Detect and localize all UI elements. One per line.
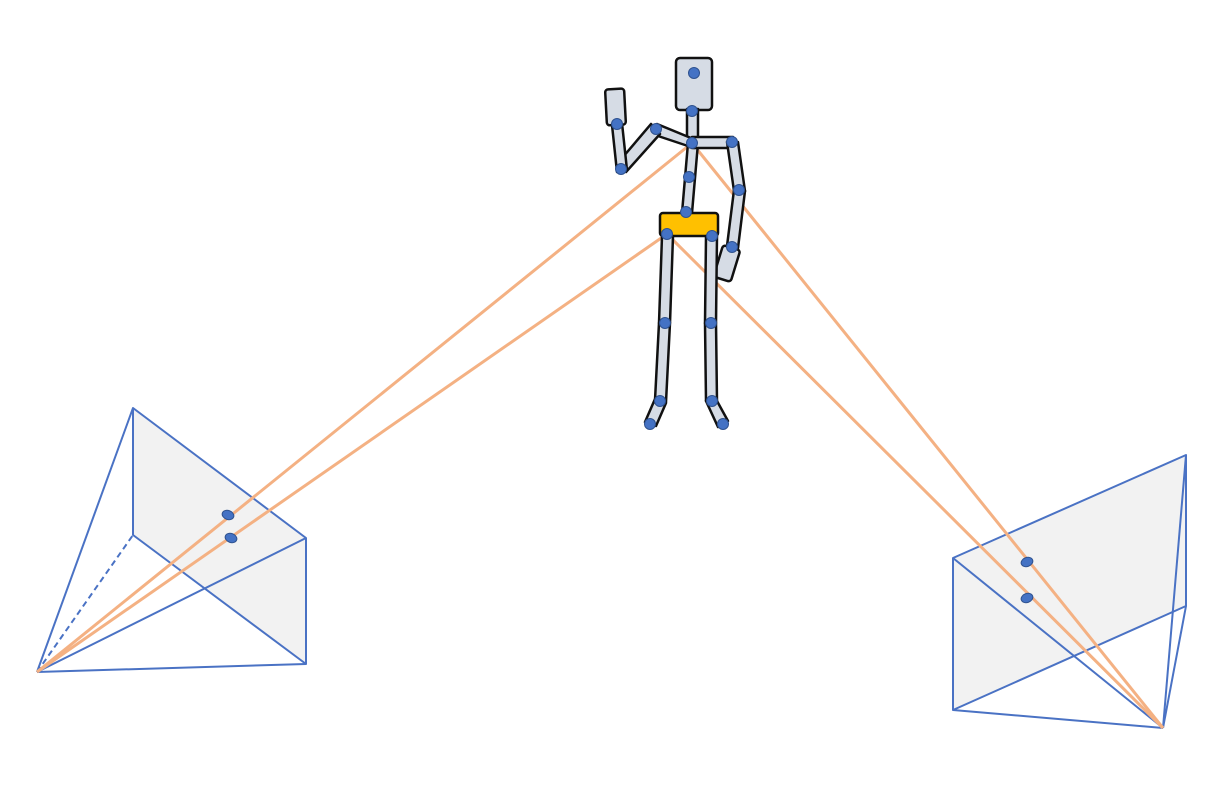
right-ankle-joint <box>706 395 718 407</box>
spine-joint <box>683 171 695 183</box>
right-camera-edge-bottom <box>952 709 1164 729</box>
spine-base-joint <box>680 206 692 218</box>
left-hip-joint <box>661 228 673 240</box>
neck-joint <box>686 137 698 149</box>
projection-rays <box>36 141 1165 730</box>
left-camera-edge-hidden <box>36 534 134 673</box>
right-camera-edge-right-bottom <box>1162 605 1187 729</box>
right-hip-joint <box>706 230 718 242</box>
right-upper-arm-bone <box>725 140 747 193</box>
ray-left-neck <box>36 141 693 674</box>
right-wrist-joint <box>726 241 738 253</box>
left-camera-edge-bottom <box>36 663 307 673</box>
left-knee-joint <box>659 317 671 329</box>
right-forearm-bone <box>725 188 747 250</box>
right-projected-neck-point <box>1020 556 1034 568</box>
right-shoulder-joint <box>726 136 738 148</box>
left-shoulder-joint <box>650 123 662 135</box>
ray-left-hip <box>36 232 668 674</box>
right-shin-bone <box>703 321 719 403</box>
ray-right-hip <box>665 232 1165 730</box>
left-elbow-joint <box>615 163 627 175</box>
left-projected-hip-point <box>224 532 238 544</box>
left-camera-edge-top <box>36 407 134 673</box>
right-projected-hip-point <box>1020 592 1034 604</box>
right-camera-edge-right-top <box>1162 454 1187 729</box>
right-knee-joint <box>705 317 717 329</box>
right-camera-image-plane <box>952 454 1187 711</box>
projected-points <box>221 509 1034 604</box>
left-projected-neck-point <box>221 509 235 521</box>
neck-top-joint <box>686 105 698 117</box>
left-toe-joint <box>644 418 656 430</box>
right-thigh-bone <box>703 234 719 325</box>
left-camera-frustum <box>36 407 307 673</box>
left-ankle-joint <box>654 395 666 407</box>
right-camera-frustum <box>952 454 1187 729</box>
stick-figure-skeleton <box>603 56 747 430</box>
right-elbow-joint <box>733 184 745 196</box>
left-thigh-bone <box>657 234 675 325</box>
ray-right-neck <box>690 142 1165 729</box>
head <box>674 56 714 112</box>
left-camera-image-plane <box>132 407 307 665</box>
left-camera-edge-right <box>36 537 307 673</box>
head-joint <box>688 67 700 79</box>
right-camera-edge-top <box>952 557 1164 729</box>
left-wrist-joint <box>611 118 623 130</box>
right-toe-joint <box>717 418 729 430</box>
left-shin-bone <box>653 321 672 404</box>
